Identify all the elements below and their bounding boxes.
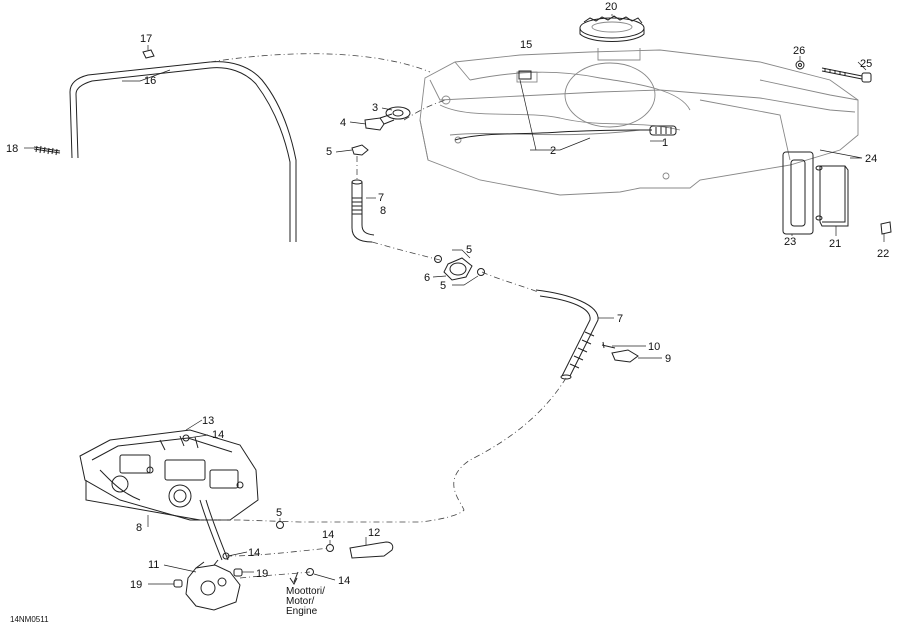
callout-14-pump: 14 bbox=[248, 547, 260, 559]
callout-3: 3 bbox=[372, 102, 378, 114]
callout-5-upper: 5 bbox=[326, 146, 332, 158]
bracket-9 bbox=[611, 349, 639, 363]
callout-2: 2 bbox=[550, 145, 556, 157]
clip-15 bbox=[518, 70, 532, 80]
diagram-code: 14NM0511 bbox=[10, 615, 49, 624]
routing-lines bbox=[200, 53, 567, 579]
fuel-tank bbox=[419, 48, 859, 196]
clip-22 bbox=[880, 221, 892, 235]
engine-note-line-3: Engine bbox=[286, 606, 318, 617]
callout-1: 1 bbox=[662, 137, 668, 149]
fuel-pump bbox=[185, 559, 241, 611]
spring-18 bbox=[33, 145, 61, 156]
screw-19-right bbox=[233, 568, 243, 577]
callout-20: 20 bbox=[605, 1, 617, 13]
screw-19-left bbox=[173, 579, 183, 588]
fuel-pickup bbox=[454, 125, 677, 141]
callout-7-upper: 7 bbox=[378, 192, 384, 204]
callout-18: 18 bbox=[6, 143, 18, 155]
callout-23: 23 bbox=[784, 236, 796, 248]
engine-arrow bbox=[289, 571, 299, 585]
callout-5-lower: 5 bbox=[276, 507, 282, 519]
vent-line bbox=[69, 61, 297, 242]
hose-lower bbox=[535, 289, 599, 380]
fuel-cap bbox=[579, 15, 645, 42]
engine-note-line-2: Motor/ bbox=[286, 596, 315, 607]
callout-15: 15 bbox=[520, 39, 532, 51]
callout-10: 10 bbox=[648, 341, 660, 353]
screw-10 bbox=[601, 341, 616, 349]
callout-12: 12 bbox=[368, 527, 380, 539]
leader-lines bbox=[24, 14, 885, 585]
bolt-25 bbox=[821, 67, 872, 83]
callout-5-filter-bottom: 5 bbox=[440, 280, 446, 292]
callout-16: 16 bbox=[144, 75, 156, 87]
callout-11: 11 bbox=[148, 559, 159, 571]
callout-22: 22 bbox=[877, 248, 889, 260]
nut-26 bbox=[795, 60, 805, 70]
callout-6: 6 bbox=[424, 272, 430, 284]
tank-strap bbox=[782, 151, 814, 235]
callout-26: 26 bbox=[793, 45, 805, 57]
engine-note-line-1: Moottori/ bbox=[286, 586, 325, 597]
callout-8-lower: 8 bbox=[136, 522, 142, 534]
elbow-fitting bbox=[364, 113, 395, 131]
callout-21: 21 bbox=[829, 238, 841, 250]
callout-17: 17 bbox=[140, 33, 152, 45]
callout-5-filter-top: 5 bbox=[466, 244, 472, 256]
grommet bbox=[385, 106, 411, 120]
strap-pad bbox=[815, 165, 849, 227]
pump-hose bbox=[199, 499, 229, 561]
callout-14-hose: 14 bbox=[322, 529, 334, 541]
callout-14-carb: 14 bbox=[212, 429, 224, 441]
callout-19-right: 19 bbox=[256, 568, 268, 580]
callout-7-lower: 7 bbox=[617, 313, 623, 325]
callout-4: 4 bbox=[340, 117, 346, 129]
callout-9: 9 bbox=[665, 353, 671, 365]
callout-19-left: 19 bbox=[130, 579, 142, 591]
clamp-5-upper bbox=[351, 144, 369, 156]
callout-25: 25 bbox=[860, 58, 872, 70]
carburetor-assembly bbox=[79, 429, 259, 521]
fuel-filter bbox=[434, 255, 485, 281]
callout-13: 13 bbox=[202, 415, 214, 427]
hose-upper bbox=[351, 179, 375, 243]
hose-12 bbox=[349, 541, 394, 559]
clip-17 bbox=[142, 49, 155, 59]
callout-8-upper: 8 bbox=[380, 205, 386, 217]
callout-14-engine: 14 bbox=[338, 575, 350, 587]
callout-24: 24 bbox=[865, 153, 877, 165]
